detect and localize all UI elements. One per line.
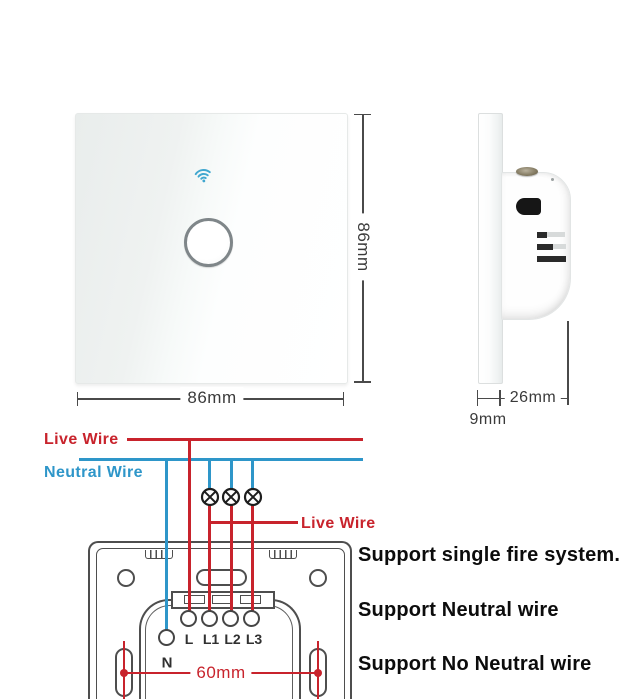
lamp3-live-wire	[251, 496, 254, 619]
wifi-icon	[194, 169, 211, 183]
touch-button	[184, 218, 233, 267]
live-wire-line	[127, 438, 363, 441]
feature-neutral-wire: Support Neutral wire	[358, 599, 559, 621]
terminal-N	[157, 629, 175, 646]
lamp-icon	[243, 487, 262, 506]
terminal-screw	[516, 167, 538, 176]
feature-no-neutral-wire: Support No Neutral wire	[358, 653, 592, 675]
terminal-L3	[243, 609, 260, 627]
vent-slat	[537, 232, 565, 238]
depth-extension-line	[567, 321, 569, 405]
switch-side-glass-edge	[478, 113, 503, 384]
side-clip-notch	[516, 198, 541, 215]
lamp1-live-wire	[208, 496, 211, 619]
load-live-wire-label: Live Wire	[301, 515, 376, 532]
spacing-dimension-dot	[314, 668, 322, 677]
vent-slat	[537, 256, 566, 262]
terminal-label-L2: L2	[224, 631, 241, 647]
terminal-label-L1: L1	[202, 631, 220, 647]
live-feed-wire	[187, 438, 191, 619]
width-dimension-tick-left	[76, 392, 78, 406]
feature-single-fire: Support single fire system.	[358, 544, 621, 566]
mounting-tab	[145, 550, 173, 559]
mounting-tab	[269, 550, 297, 559]
neutral-wire-label: Neutral Wire	[44, 464, 143, 481]
terminal-label-L: L	[184, 631, 194, 647]
lamp2-live-wire	[229, 496, 233, 619]
thickness-tick-left	[476, 390, 478, 406]
terminal-block-notch	[212, 595, 233, 604]
height-dimension-label: 86mm	[352, 213, 374, 281]
terminal-L1	[201, 609, 218, 627]
lamp-icon	[200, 487, 219, 506]
spacing-dimension-dot	[120, 668, 128, 677]
terminal-label-L3: L3	[245, 631, 263, 647]
screw-hole	[309, 569, 327, 587]
load-live-wire-line	[209, 521, 298, 524]
width-dimension-label: 86mm	[180, 387, 244, 409]
height-dimension-tick-top	[354, 113, 371, 115]
terminal-block	[171, 591, 275, 609]
terminal-label-N: N	[161, 654, 173, 672]
width-dimension-tick-right	[342, 392, 344, 406]
depth-dimension-label: 26mm	[504, 389, 562, 407]
mounting-plate-inner-line	[96, 548, 345, 699]
lamp2-neutral-wire	[229, 457, 233, 498]
vent-slat	[537, 244, 566, 250]
screw-hole	[117, 569, 135, 587]
lamp3-neutral-wire	[251, 457, 254, 498]
terminal-L2	[222, 609, 239, 627]
lamp1-neutral-wire	[208, 457, 211, 498]
top-slot	[196, 569, 247, 586]
neutral-feed-wire	[165, 457, 168, 639]
terminal-block-notch	[184, 595, 205, 604]
terminal-L	[180, 609, 197, 627]
thickness-dimension-label: 9mm	[469, 411, 507, 428]
live-wire-label: Live Wire	[44, 431, 119, 448]
height-dimension-tick-bottom	[354, 381, 371, 383]
neutral-wire-line	[79, 457, 363, 461]
lamp-icon	[221, 487, 241, 506]
terminal-block-notch	[240, 595, 261, 604]
spacing-dimension-label: 60mm	[190, 663, 252, 683]
thickness-tick-right	[499, 390, 501, 406]
side-dot	[551, 178, 554, 181]
